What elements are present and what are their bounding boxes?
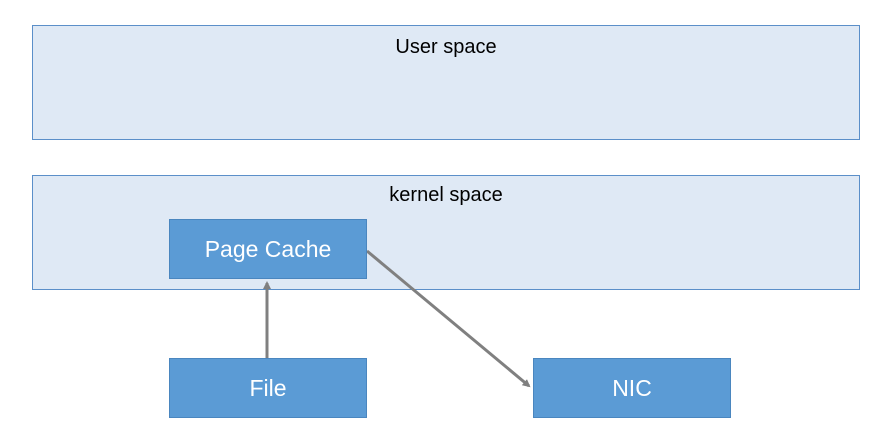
file-label: File bbox=[249, 374, 287, 401]
kernel-space-label: kernel space bbox=[389, 184, 503, 206]
nic-node: NIC bbox=[533, 358, 731, 418]
kernel-space-region: kernel space bbox=[32, 175, 860, 290]
user-space-region: User space bbox=[32, 25, 860, 140]
nic-label: NIC bbox=[612, 374, 652, 401]
file-node: File bbox=[169, 358, 367, 418]
page-cache-label: Page Cache bbox=[204, 235, 332, 262]
user-space-label: User space bbox=[395, 36, 497, 58]
page-cache-node: Page Cache bbox=[169, 219, 367, 279]
